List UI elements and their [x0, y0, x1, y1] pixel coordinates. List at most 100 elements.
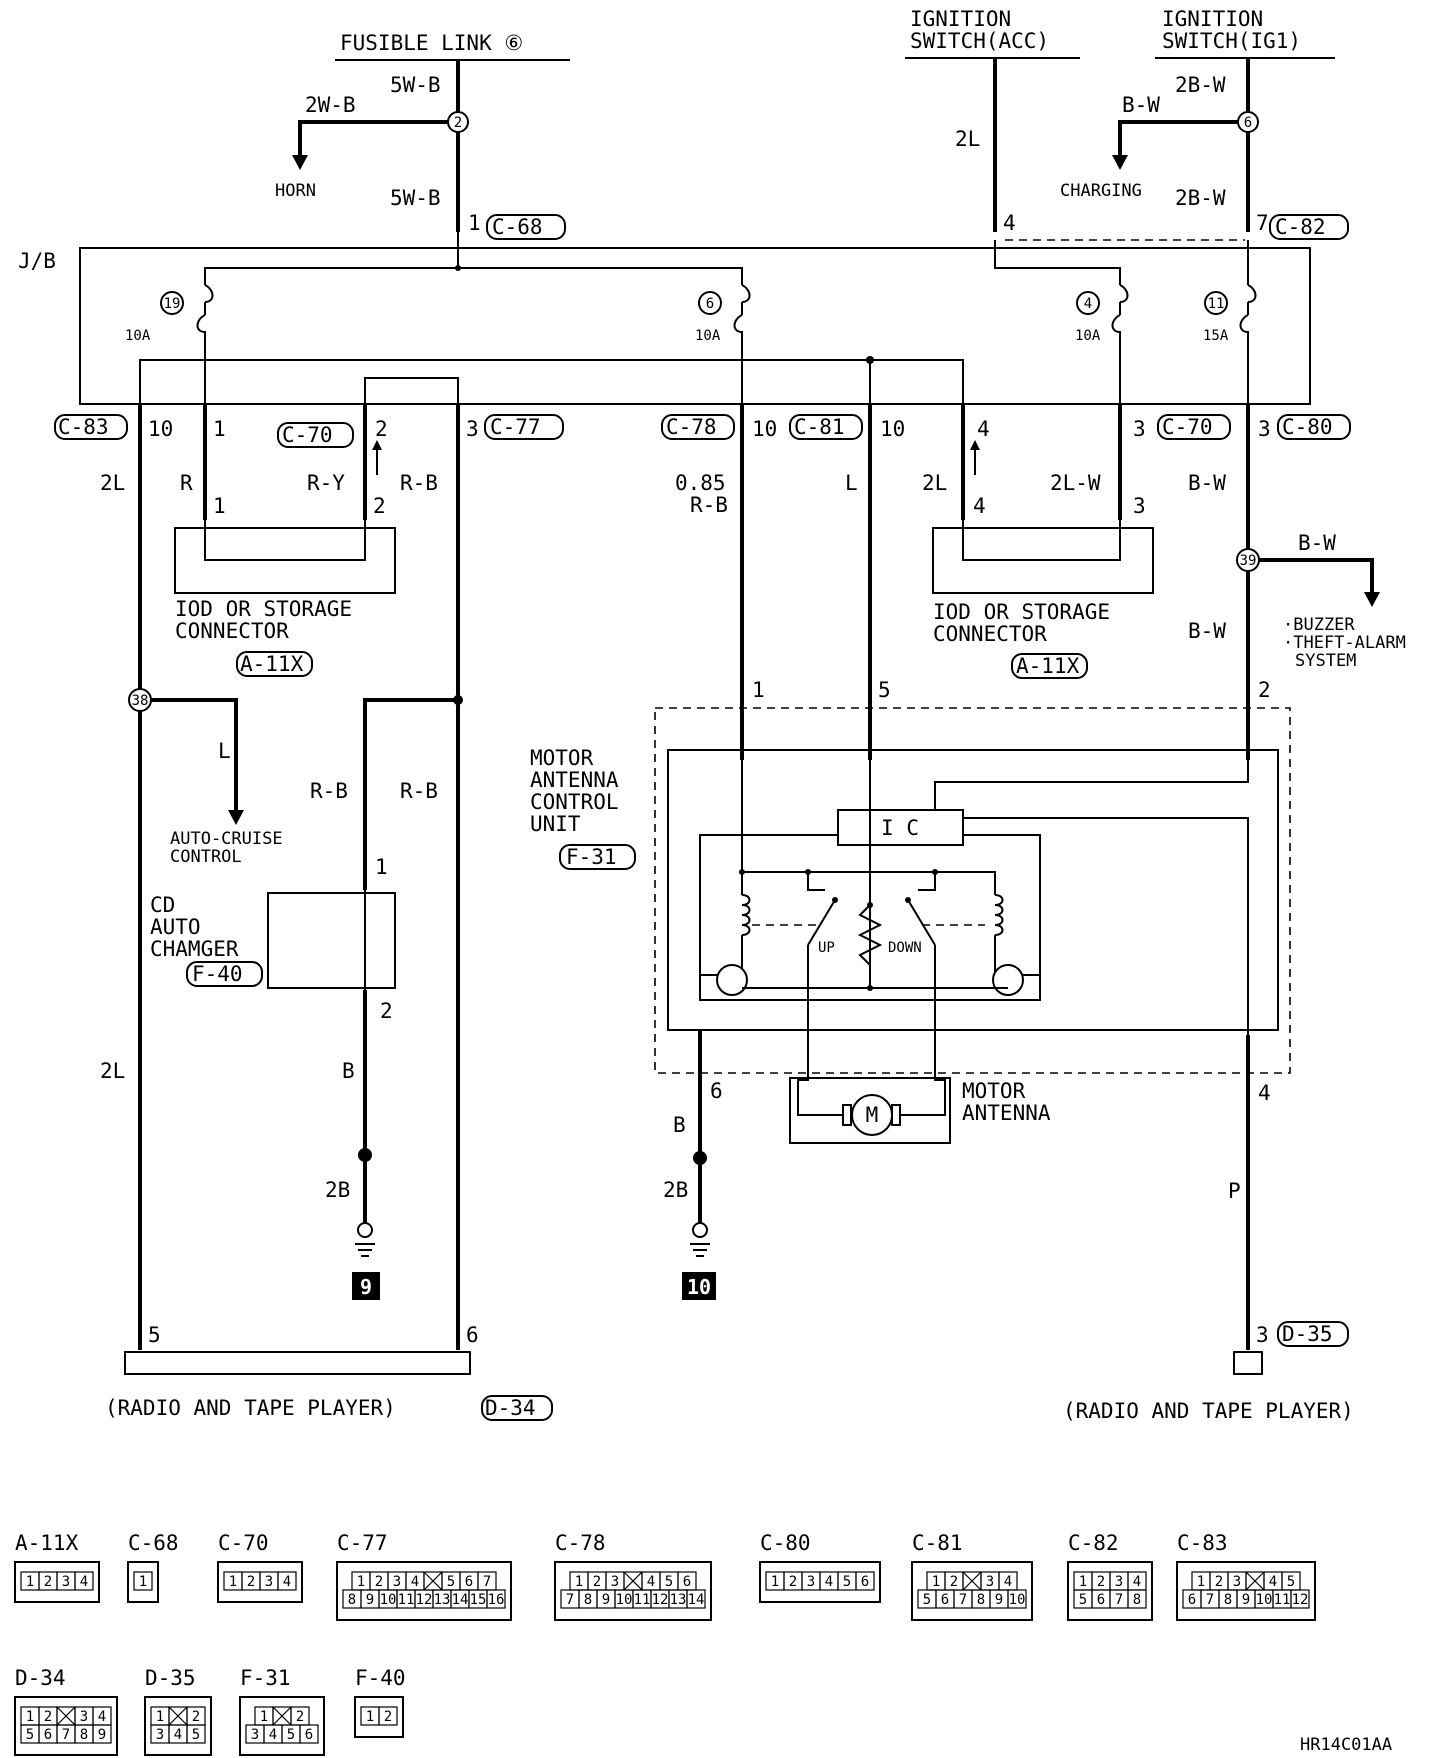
wire-b-cd: B	[342, 1059, 355, 1083]
buzzer-label: ·BUZZER	[1283, 615, 1355, 635]
legend-blank-cell	[962, 1571, 982, 1591]
wire-bw-right: B-W	[1188, 471, 1226, 495]
splice-2: 2	[454, 115, 462, 131]
legend-connector-frame	[14, 1696, 118, 1756]
legend-blank-cell	[272, 1706, 292, 1726]
legend-pin-number: 6	[941, 1592, 949, 1608]
legend-pin-number: 5	[287, 1727, 295, 1743]
legend-pin-number: 7	[483, 1574, 491, 1590]
legend-pin-number: 12	[1292, 1592, 1309, 1608]
pin-c70-4: 4	[977, 417, 990, 441]
legend-pin-number: 1	[771, 1574, 779, 1590]
legend-label: C-80	[760, 1531, 811, 1555]
legend-pin-number: 6	[465, 1574, 473, 1590]
legend-pin-number: 9	[98, 1727, 106, 1743]
connector-d35: D-35	[1282, 1322, 1333, 1346]
junction-block	[79, 247, 1311, 405]
ign-ig1-label-1: IGNITION	[1162, 7, 1263, 31]
wire-rb-center: R-B	[690, 493, 728, 517]
motor-antenna-box	[789, 1077, 951, 1144]
connector-f40: F-40	[192, 962, 243, 986]
legend-label: C-82	[1068, 1531, 1119, 1555]
legend-pin-number: 2	[44, 1709, 52, 1725]
pin-cd-1: 1	[375, 855, 388, 879]
legend-pin-cell	[378, 1706, 398, 1726]
legend-pin-number: 5	[665, 1574, 673, 1590]
legend-pin-number: 13	[434, 1592, 451, 1608]
wire-2l-lower: 2L	[100, 1059, 125, 1083]
wire-2b-ground: 2B	[663, 1178, 688, 1202]
legend-pin-number: 6	[861, 1574, 869, 1590]
svg-text:11: 11	[1208, 296, 1225, 312]
legend-pin-number: 11	[398, 1592, 415, 1608]
legend-pin-number: 10	[1256, 1592, 1273, 1608]
legend-pin-number: 6	[44, 1727, 52, 1743]
motor-symbol: M	[866, 1103, 879, 1127]
wire-2lw: 2L-W	[1050, 471, 1101, 495]
connector-c77: C-77	[490, 415, 541, 439]
legend-pin-number: 7	[566, 1592, 574, 1608]
legend-pin-number: 16	[488, 1592, 505, 1608]
legend-connector-frame	[144, 1696, 212, 1756]
legend-pin-number: 2	[950, 1574, 958, 1590]
down-label: DOWN	[888, 940, 922, 956]
legend-pin-number: 5	[447, 1574, 455, 1590]
wire-ry: R-Y	[307, 471, 345, 495]
connector-c78: C-78	[666, 415, 717, 439]
motor-ant-label-1: MOTOR	[962, 1079, 1026, 1103]
legend-label: C-68	[128, 1531, 179, 1555]
wire-bw-charging: B-W	[1122, 93, 1160, 117]
legend-pin-number: 2	[1097, 1574, 1105, 1590]
legend-pin-number: 5	[192, 1727, 200, 1743]
wire-bw-lower: B-W	[1188, 619, 1226, 643]
ign-acc-label-2: SWITCH(ACC)	[910, 29, 1049, 53]
wire-2l-acc: 2L	[955, 127, 980, 151]
legend-pin-cell	[686, 1589, 706, 1609]
figure-id: HR14C01AA	[1300, 1735, 1392, 1755]
legend-label: A-11X	[15, 1531, 79, 1555]
radio-right-label: (RADIO AND TAPE PLAYER)	[1063, 1399, 1354, 1423]
motor-antenna-control-unit	[654, 707, 1291, 1074]
legend-pin-number: 4	[825, 1574, 833, 1590]
pin-iod-left-2: 2	[373, 494, 386, 518]
legend-pin-number: 1	[260, 1709, 268, 1725]
up-label: UP	[818, 940, 835, 956]
legend-pin-cell	[1127, 1589, 1147, 1609]
legend-label: C-70	[218, 1531, 269, 1555]
wire-l-center: L	[845, 471, 858, 495]
pin-c70-3: 3	[1133, 417, 1146, 441]
pin-f31-2: 2	[1258, 678, 1271, 702]
connector-f31: F-31	[566, 845, 617, 869]
fuse-19: 19 10A	[125, 284, 214, 345]
legend-pin-number: 7	[1115, 1592, 1123, 1608]
wire-2l-iod: 2L	[922, 471, 947, 495]
wire-bw-buzzer: B-W	[1298, 531, 1336, 555]
control-unit-inner	[667, 749, 1279, 1031]
legend-pin-number: 3	[62, 1574, 70, 1590]
connector-c70-right: C-70	[1162, 415, 1213, 439]
legend-pin-number: 3	[265, 1574, 273, 1590]
fuse-4: 4 10A	[1075, 284, 1129, 345]
legend-pin-number: 4	[411, 1574, 419, 1590]
legend-label: F-40	[355, 1666, 406, 1690]
legend-pin-number: 9	[995, 1592, 1003, 1608]
legend-pin-cell	[133, 1571, 153, 1591]
motor-ctrl-label-3: CONTROL	[530, 790, 619, 814]
legend-connector-frame	[127, 1561, 159, 1603]
legend-pin-number: 14	[688, 1592, 705, 1608]
pin-c77-3: 3	[466, 417, 479, 441]
legend-blank-cell	[168, 1706, 188, 1726]
connector-a11x-left: A-11X	[240, 652, 304, 676]
pin-c70-2: 2	[375, 417, 388, 441]
legend-pin-number: 8	[1224, 1592, 1232, 1608]
radio-connector-d34	[124, 1351, 471, 1375]
legend-pin-number: 1	[575, 1574, 583, 1590]
legend-pin-number: 1	[156, 1709, 164, 1725]
pin-c70-1: 1	[213, 417, 226, 441]
connector-c68: C-68	[492, 215, 543, 239]
legend-pin-number: 3	[611, 1574, 619, 1590]
legend-pin-number: 9	[366, 1592, 374, 1608]
svg-text:15A: 15A	[1203, 328, 1229, 344]
